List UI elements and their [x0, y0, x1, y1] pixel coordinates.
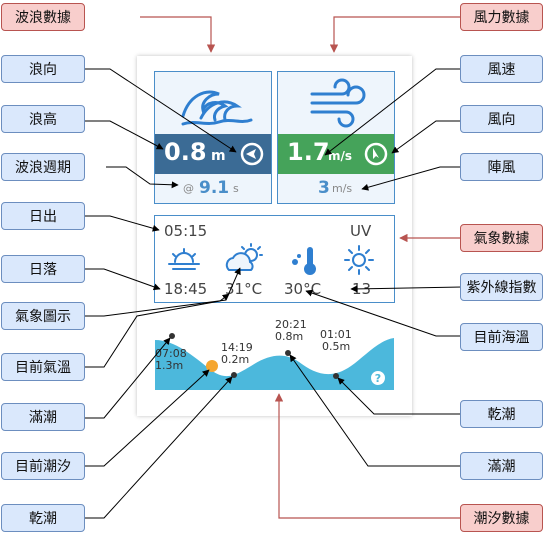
tide-time-0: 07:08 [155, 347, 187, 360]
wave-period-prefix: @ [183, 182, 194, 195]
callout-wave-direction: 浪向 [1, 55, 85, 83]
air-temp: 31°C [225, 280, 263, 298]
tide-time-1: 14:19 [221, 341, 253, 354]
uv-value: 13 [352, 280, 372, 298]
wave-direction-icon [240, 142, 264, 166]
weather-panel: 05:15 UV 18:45 31°C 30°C 13 [154, 215, 395, 303]
wave-height-bar: 0.8 m [155, 134, 271, 174]
tide-time-3: 01:01 [320, 328, 352, 341]
callout-wave-period: 波浪週期 [1, 153, 85, 181]
tide-time-2: 20:21 [275, 318, 307, 331]
tide-height-0: 1.3m [155, 359, 184, 372]
callout-sea-temp: 目前海溫 [460, 323, 543, 351]
wind-speed-bar: 1.7 m/s [278, 134, 394, 174]
callout-wind-direction: 風向 [460, 105, 543, 133]
uv-label: UV [350, 222, 372, 240]
gust-value: 3 [318, 178, 330, 198]
gust-unit: m/s [332, 182, 353, 195]
tide-curve [155, 338, 394, 390]
uv-sun-icon [344, 245, 374, 275]
callout-gust: 陣風 [460, 153, 543, 181]
wave-height-unit: m [211, 148, 226, 164]
callout-current-temp: 目前氣溫 [1, 353, 85, 381]
tide-chart [155, 338, 394, 390]
wind-icon [310, 78, 366, 128]
callout-current-tide: 目前潮汐 [1, 452, 85, 480]
wave-period-unit: s [233, 182, 239, 195]
sun-cloud-icon [225, 243, 263, 271]
callout-sunrise: 日出 [1, 202, 85, 230]
callout-wind-data: 風力數據 [460, 3, 543, 31]
wave-panel: 0.8 m @ 9.1 s [154, 71, 272, 204]
wind-speed-value: 1.7 [287, 138, 330, 166]
wave-height-value: 0.8 [164, 138, 207, 166]
sunrise-time: 05:15 [164, 222, 208, 240]
callout-high-tide-right: 滿潮 [460, 452, 543, 480]
wave-period-row: @ 9.1 s [155, 174, 271, 203]
tide-height-2: 0.8m [275, 330, 304, 343]
callout-high-tide-left: 滿潮 [1, 403, 85, 431]
callout-wave-data: 波浪數據 [1, 3, 85, 31]
callout-sunset: 日落 [1, 255, 85, 283]
callout-weather-icon: 氣象圖示 [1, 302, 85, 330]
wind-icon-area [278, 72, 394, 134]
weather-icons [168, 243, 374, 275]
tide-height-1: 0.2m [221, 353, 250, 366]
callout-tide-data: 潮汐數據 [460, 504, 543, 532]
wind-speed-unit: m/s [328, 149, 353, 163]
callout-low-tide-right: 乾潮 [460, 400, 543, 428]
wave-icon [181, 90, 253, 126]
sunrise-icon [168, 248, 200, 270]
tide-help-button[interactable]: ? [371, 371, 385, 385]
thermometer-icon [292, 247, 316, 275]
callout-weather-data: 氣象數據 [460, 224, 543, 252]
sea-temp: 30°C [284, 280, 322, 298]
callout-uv-index: 紫外線指數 [460, 273, 543, 301]
callout-low-tide-left: 乾潮 [1, 504, 85, 532]
callout-wave-height: 浪高 [1, 105, 85, 133]
wind-panel: 1.7 m/s 3 m/s [277, 71, 395, 204]
wave-icon-area [155, 72, 271, 134]
gust-row: 3 m/s [278, 174, 394, 203]
sunset-time: 18:45 [164, 280, 208, 298]
callout-wind-speed: 風速 [460, 55, 543, 83]
tide-height-3: 0.5m [322, 340, 351, 353]
wind-direction-icon [364, 142, 388, 166]
wave-period-value: 9.1 [199, 178, 230, 198]
